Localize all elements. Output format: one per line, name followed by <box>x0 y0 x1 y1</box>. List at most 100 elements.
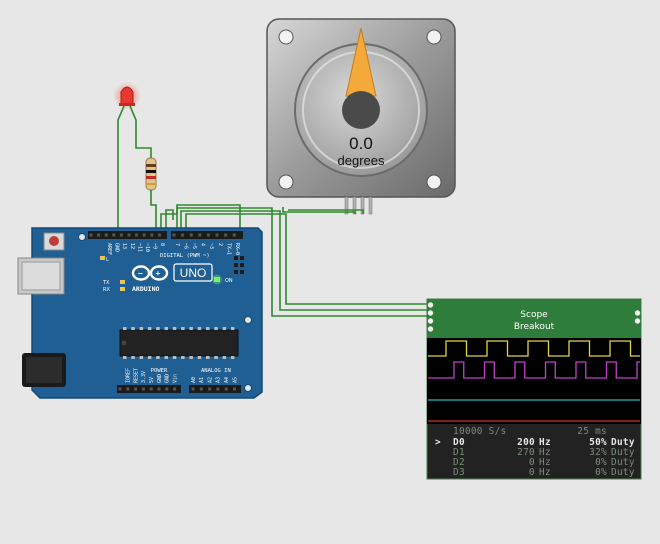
pin-hole[interactable] <box>206 233 210 237</box>
simulation-canvas[interactable]: 0.0 degrees <box>0 0 660 500</box>
chip-pin <box>181 327 185 330</box>
scope-title-line1: Scope <box>520 310 548 320</box>
pin-hole[interactable] <box>104 233 108 237</box>
pin-label: 12 <box>129 243 135 249</box>
svg-text:+: + <box>155 270 161 278</box>
scope-breakout[interactable]: Scope Breakout <box>426 298 642 480</box>
scope-title-line2: Breakout <box>514 322 555 332</box>
chip-pin <box>156 327 160 330</box>
pin-label: A5 <box>232 377 238 383</box>
chip-pin <box>164 327 168 330</box>
pin-label: 4 <box>200 243 206 246</box>
pin-hole[interactable] <box>232 233 236 237</box>
chip-pin <box>222 327 227 330</box>
pin-hole[interactable] <box>141 387 145 391</box>
channel-row-d1[interactable]: D1 270 Hz 32% Duty <box>453 447 635 458</box>
pin-label: GND <box>114 243 120 252</box>
pin-label: Vin <box>172 374 178 383</box>
pin-hole[interactable] <box>172 233 176 237</box>
timebase: 25 ms <box>577 426 607 437</box>
tx-label: TX <box>102 280 110 286</box>
pin-hole[interactable] <box>224 387 228 391</box>
pin-label: ~5 <box>191 243 197 249</box>
pin-label: A3 <box>216 377 222 383</box>
analog-header[interactable] <box>189 385 241 393</box>
chip-pin <box>197 327 202 330</box>
pin-hole[interactable] <box>135 233 139 237</box>
pin-hole[interactable] <box>173 387 177 391</box>
pin-hole[interactable] <box>198 233 202 237</box>
chip-pin <box>230 327 235 330</box>
channel-row-d0[interactable]: > D0 200 Hz 50% Duty <box>435 437 635 448</box>
pin-hole[interactable] <box>189 233 193 237</box>
pin-hole[interactable] <box>216 387 220 391</box>
pin-label: 8 <box>159 243 165 246</box>
selection-arrow-icon: > <box>435 437 441 448</box>
rx-label: RX <box>103 287 110 293</box>
pin-hole[interactable] <box>112 233 116 237</box>
pin-hole[interactable] <box>224 233 228 237</box>
chip-pin <box>197 356 202 359</box>
scope-display <box>427 338 641 424</box>
pin-hole[interactable] <box>215 233 219 237</box>
pin-hole[interactable] <box>233 387 236 391</box>
pin-hole[interactable] <box>150 233 154 237</box>
chip-pin <box>230 356 235 359</box>
model-label: UNO <box>180 266 207 280</box>
pin-hole[interactable] <box>126 387 130 391</box>
power-label: POWER <box>151 368 168 374</box>
pin-label: ~10 <box>144 243 150 252</box>
pin-hole[interactable] <box>142 233 146 237</box>
analog-label: ANALOG IN <box>201 368 231 374</box>
pin-label: GND <box>157 374 163 383</box>
pin-hole[interactable] <box>181 233 185 237</box>
pin-label: A2 <box>207 377 213 383</box>
stepper-motor[interactable]: 0.0 degrees <box>266 18 456 215</box>
led[interactable] <box>113 82 141 110</box>
chip-pin <box>214 327 218 330</box>
chip-pin <box>131 327 135 330</box>
on-led <box>214 277 220 282</box>
chip-pin <box>181 356 185 359</box>
pin-label: 3.3V <box>141 371 147 383</box>
pin-hole[interactable] <box>191 387 195 391</box>
channel-row-d3[interactable]: D3 0 Hz 0% Duty <box>453 467 635 478</box>
wires[interactable] <box>117 105 430 317</box>
pin-hole[interactable] <box>157 233 161 237</box>
pin-hole[interactable] <box>157 387 161 391</box>
pin-label: ~11 <box>136 243 142 252</box>
scope-readout: 10000 S/s 25 ms > D0 200 Hz 50% Duty D1 … <box>427 424 641 478</box>
channel-row-d2[interactable]: D2 0 Hz 0% Duty <box>453 457 635 468</box>
pin-hole[interactable] <box>127 233 131 237</box>
chip-pin <box>131 356 135 359</box>
brand-label: ARDUINO <box>132 285 159 293</box>
pin-hole[interactable] <box>208 387 212 391</box>
pin-label: ~9 <box>152 243 158 249</box>
pin-label: RX←0 <box>234 243 240 255</box>
pin-label: IOREF <box>126 368 132 383</box>
chip-pin <box>164 356 168 359</box>
chip-pin <box>222 356 227 359</box>
pin-label: AREF <box>106 243 112 255</box>
resistor[interactable] <box>145 157 157 191</box>
stepper-angle-value: 0.0 <box>349 134 373 153</box>
pin-hole[interactable] <box>165 387 169 391</box>
pin-label: ~6 <box>182 243 188 249</box>
svg-text:−: − <box>138 270 144 278</box>
chip-pin <box>156 356 160 359</box>
pin-hole[interactable] <box>89 233 93 237</box>
power-header[interactable] <box>117 385 181 393</box>
pin-label: 7 <box>174 243 180 246</box>
pin-label: 5V <box>149 377 155 383</box>
pin-hole[interactable] <box>119 233 123 237</box>
trace-d1 <box>428 361 640 379</box>
pin-hole[interactable] <box>134 387 138 391</box>
chip-pin <box>206 327 210 330</box>
pin-hole[interactable] <box>149 387 153 391</box>
chip-pin <box>189 327 193 330</box>
pin-hole[interactable] <box>97 233 101 237</box>
digital-label: DIGITAL (PWM ~) <box>160 253 210 259</box>
pin-hole[interactable] <box>118 387 122 391</box>
pin-hole[interactable] <box>199 387 203 391</box>
